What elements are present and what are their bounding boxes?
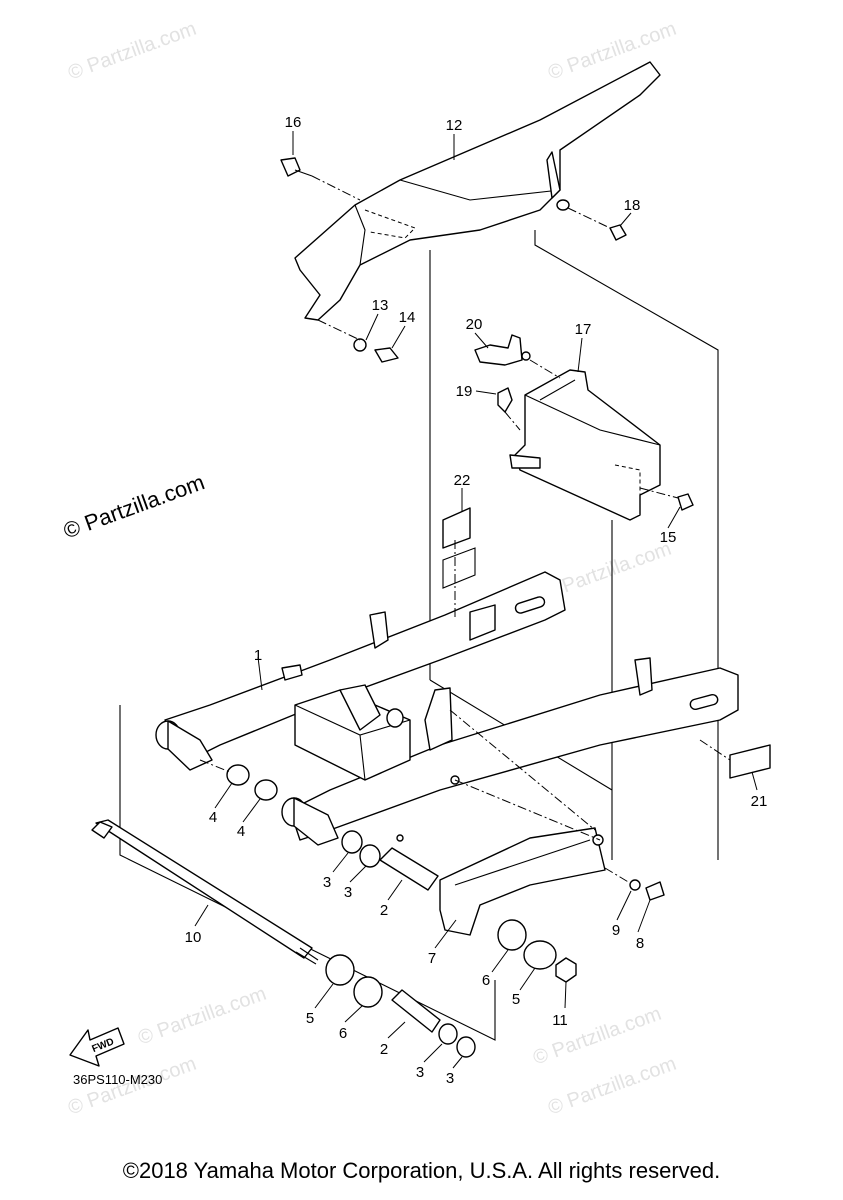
small-parts: [226, 157, 694, 1058]
callout-20: 20: [466, 316, 483, 333]
callout-6: 6: [482, 972, 490, 989]
callout-11: 11: [552, 1012, 568, 1029]
copyright-notice: ©2018 Yamaha Motor Corporation, U.S.A. A…: [122, 1158, 721, 1183]
alignment-lines: [199, 175, 731, 884]
chain-guard-part-12: [294, 61, 661, 321]
chain-slider-part-7: [439, 827, 606, 936]
callout-8: 8: [636, 935, 644, 952]
callout-13: 13: [372, 297, 389, 314]
callout-4: 4: [237, 823, 245, 840]
callout-3: 3: [323, 874, 331, 891]
callout-numbers: 16 12 18 13 14 20 17 19 22 15 1 21 4 4 3…: [185, 114, 768, 1087]
callout-15: 15: [660, 529, 677, 546]
callout-14: 14: [399, 309, 416, 326]
callout-3: 3: [344, 884, 352, 901]
bracket-part-17: [509, 369, 661, 521]
callout-1: 1: [254, 647, 262, 664]
callout-2: 2: [380, 1041, 388, 1058]
callout-22: 22: [454, 472, 471, 489]
label-part-21: [729, 744, 771, 779]
callout-21: 21: [751, 793, 768, 810]
forward-direction-arrow: FWD: [69, 1027, 125, 1067]
callout-5: 5: [306, 1010, 314, 1027]
callout-4: 4: [209, 809, 217, 826]
pivot-shaft-part-10: [91, 819, 319, 965]
callout-2: 2: [380, 902, 388, 919]
callout-19: 19: [456, 383, 473, 400]
callout-17: 17: [575, 321, 592, 338]
callout-9: 9: [612, 922, 620, 939]
swingarm-part-1: [155, 571, 739, 846]
label-part-22: [442, 507, 476, 589]
callout-3: 3: [416, 1064, 424, 1081]
callout-5: 5: [512, 991, 520, 1008]
callout-3: 3: [446, 1070, 454, 1087]
leader-lines: [194, 131, 758, 1069]
callout-16: 16: [285, 114, 302, 131]
callout-10: 10: [185, 929, 202, 946]
clip-part-19: [497, 387, 513, 413]
diagram-code: 36PS110-M230: [73, 1072, 163, 1087]
callout-18: 18: [624, 197, 641, 214]
clamp-part-20: [474, 334, 531, 366]
callout-6: 6: [339, 1025, 347, 1042]
callout-7: 7: [428, 950, 436, 967]
callout-12: 12: [446, 117, 463, 134]
